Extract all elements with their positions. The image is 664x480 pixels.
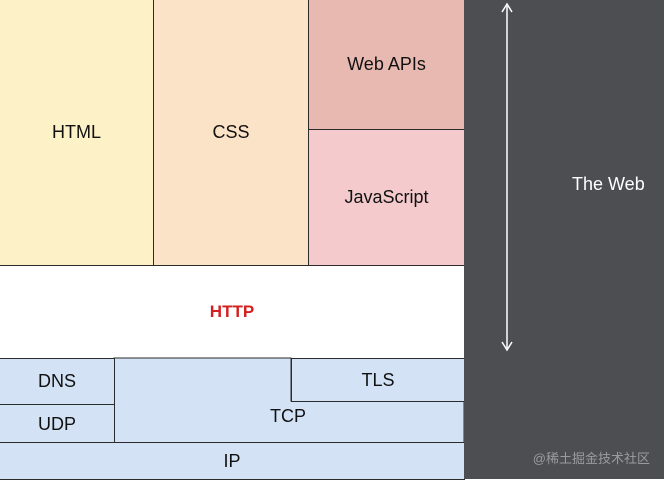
udp-block: UDP	[0, 404, 115, 444]
css-block: CSS	[153, 0, 309, 266]
dns-block: DNS	[0, 358, 115, 405]
udp-label: UDP	[37, 413, 76, 434]
html-block: HTML	[0, 0, 154, 266]
javascript-block: JavaScript	[308, 129, 465, 266]
web-apis-block: Web APIs	[308, 0, 465, 130]
tls-block: TLS	[291, 358, 465, 402]
css-label: CSS	[212, 122, 250, 142]
tcp-label-wrap: TCP	[240, 403, 336, 429]
double-headed-arrow-icon	[501, 2, 513, 352]
the-web-panel	[464, 0, 664, 479]
javascript-label: JavaScript	[344, 187, 429, 207]
http-label: HTTP	[209, 302, 255, 321]
http-block: HTTP	[0, 265, 465, 359]
web-apis-label: Web APIs	[347, 54, 426, 74]
html-label: HTML	[52, 122, 101, 142]
tcp-label: TCP	[270, 405, 306, 426]
ip-label: IP	[223, 450, 241, 471]
dns-label: DNS	[37, 371, 76, 391]
watermark: @稀土掘金技术社区	[532, 451, 650, 466]
tls-label: TLS	[361, 369, 395, 390]
the-web-label: The Web	[572, 174, 645, 194]
ip-block: IP	[0, 442, 465, 480]
